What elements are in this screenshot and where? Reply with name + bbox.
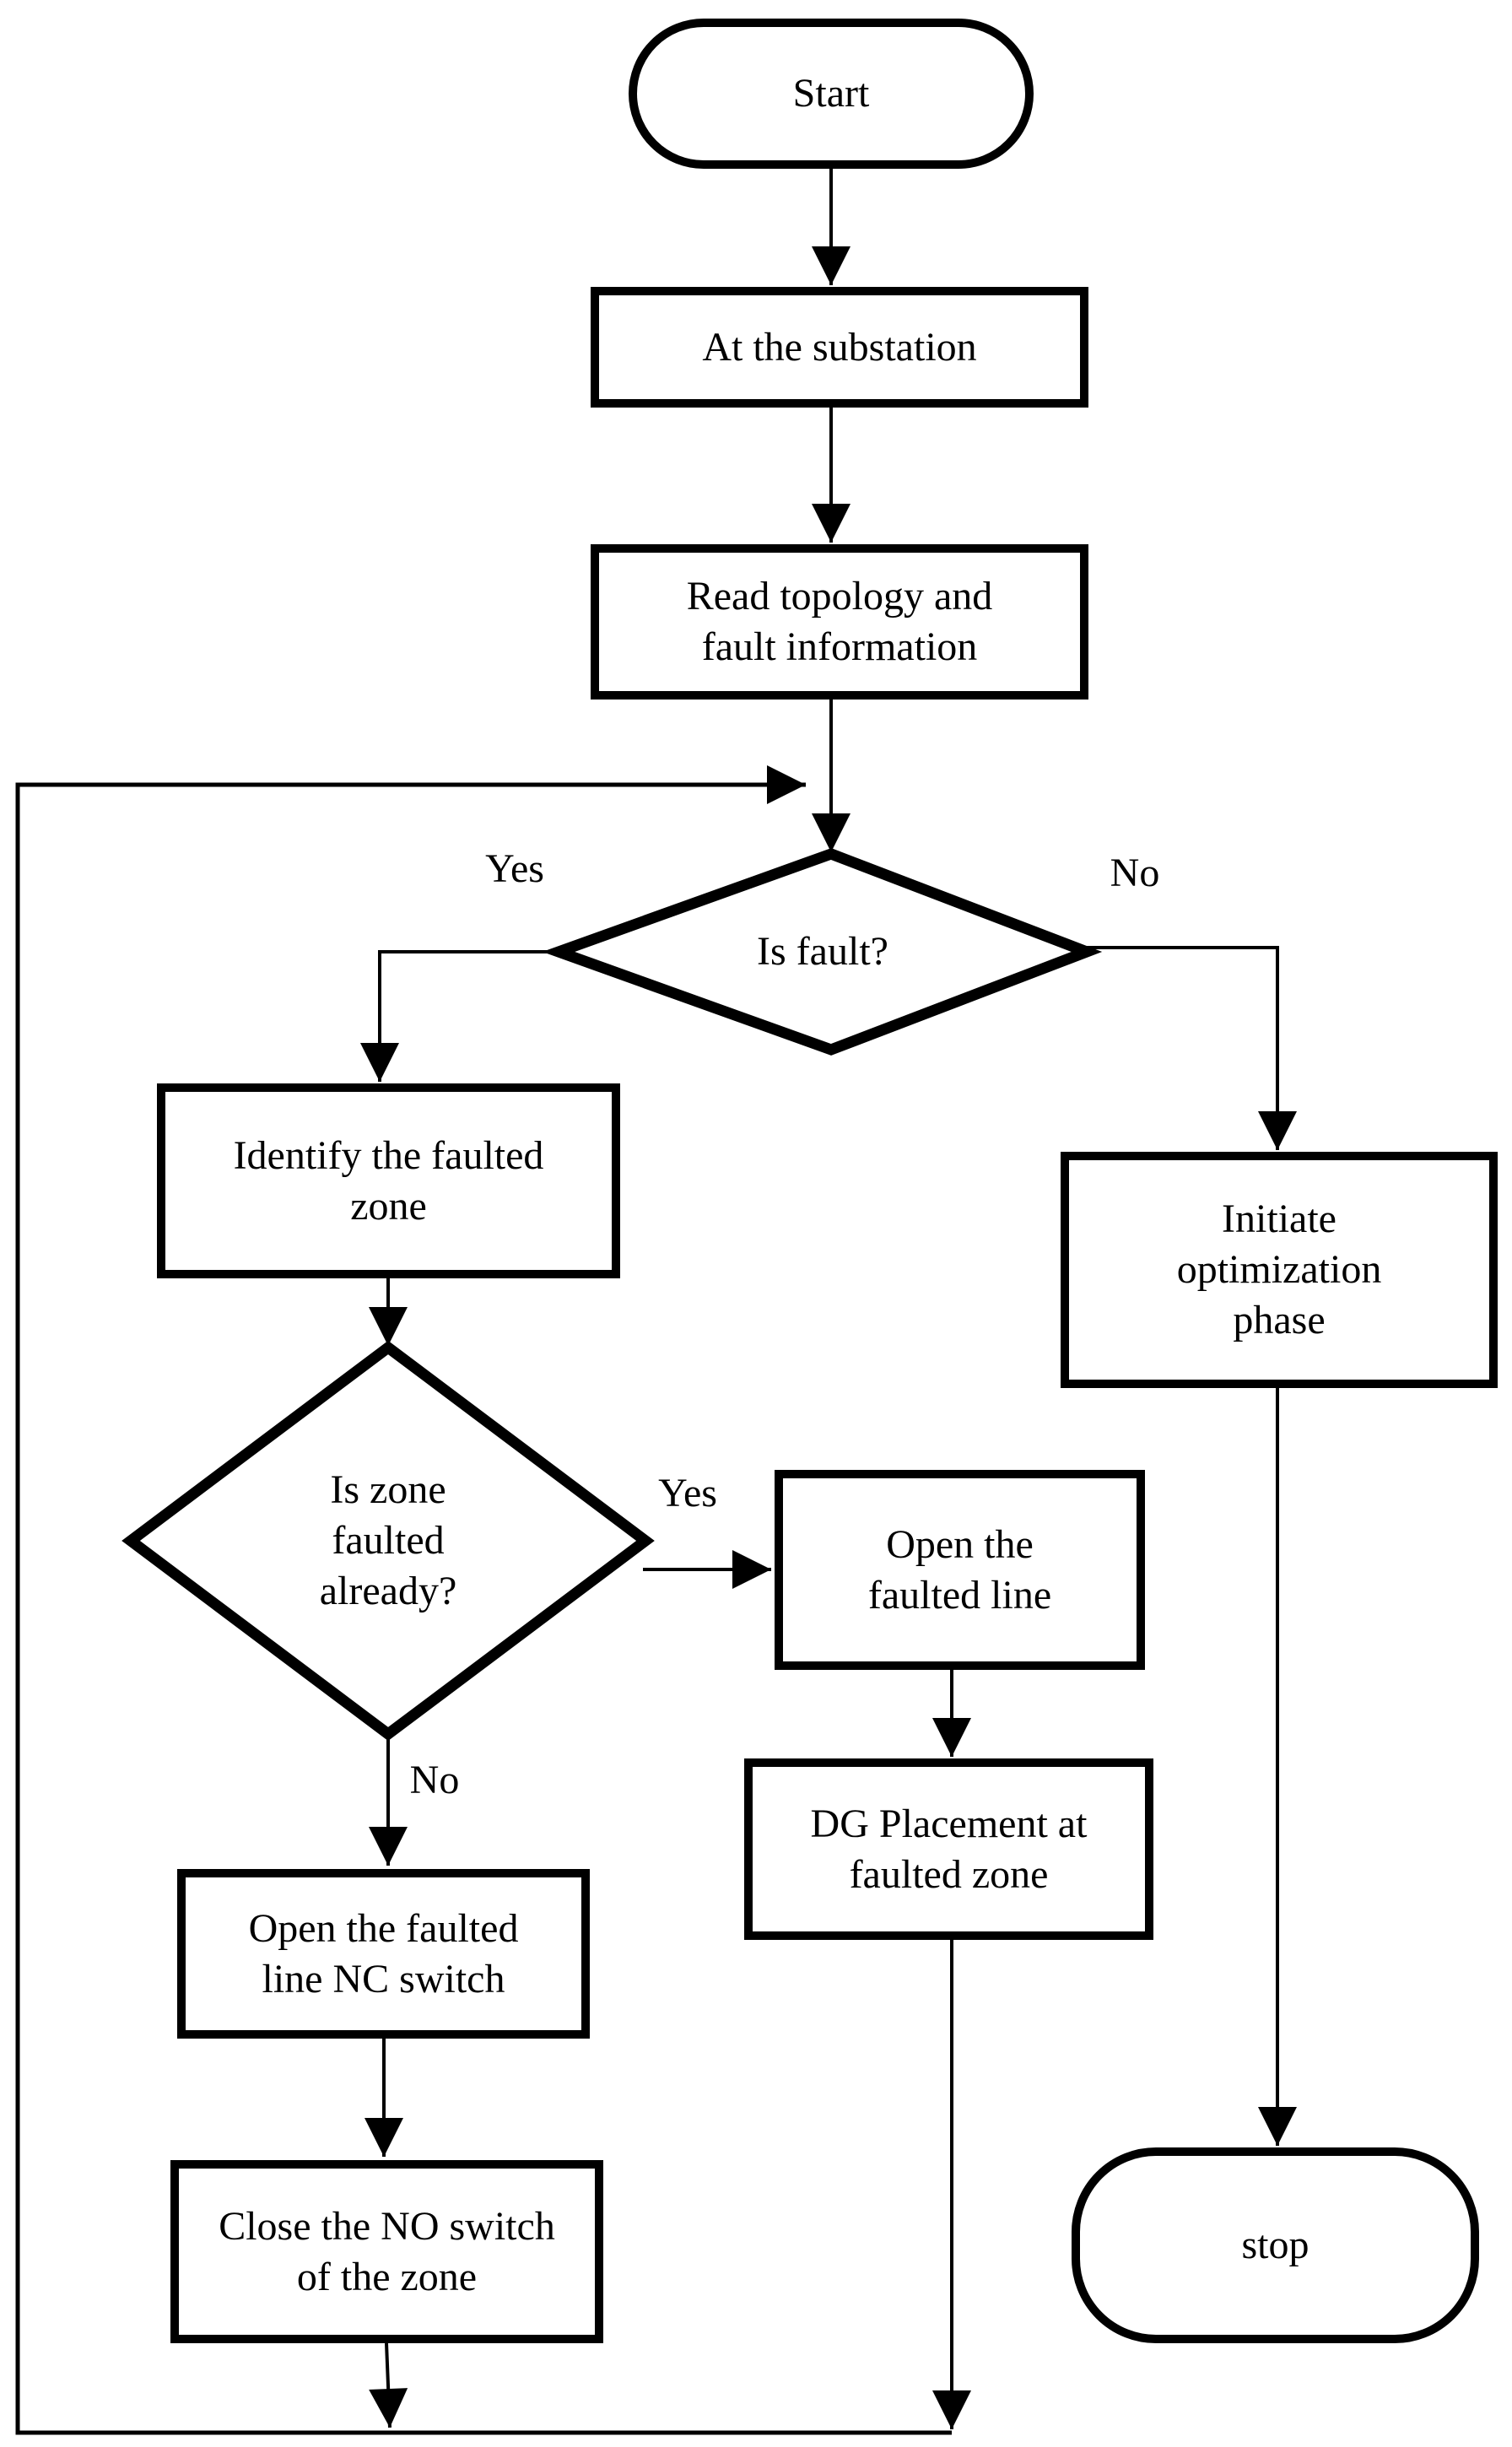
edge-isfault-no [1087, 946, 1297, 1150]
node-identify-zone-label: Identify the faulted zone [233, 1132, 544, 1229]
node-open-faulted-line: Open the faulted line [775, 1470, 1145, 1670]
node-read-topology: Read topology and fault information [591, 544, 1088, 700]
node-substation: At the substation [591, 287, 1088, 408]
node-substation-label: At the substation [702, 324, 977, 370]
label-is-fault-no-text: No [1110, 851, 1160, 895]
node-open-nc-switch: Open the faulted line NC switch [177, 1869, 590, 2039]
node-read-topology-label: Read topology and fault information [686, 574, 993, 669]
node-initiate-optimization: Initiate optimization phase [1061, 1152, 1498, 1388]
node-dg-placement: DG Placement at faulted zone [744, 1758, 1153, 1940]
node-start-label: Start [792, 71, 870, 116]
node-dg-placement-label: DG Placement at faulted zone [810, 1801, 1088, 1897]
label-is-fault-no: No [1072, 844, 1198, 903]
node-stop: stop [1072, 2147, 1479, 2343]
node-initiate-optimization-label: Initiate optimization phase [1176, 1196, 1382, 1342]
node-close-no-switch: Close the NO switch of the zone [170, 2160, 603, 2343]
label-is-zone-no: No [371, 1751, 498, 1810]
edge-loopback [15, 765, 952, 2435]
node-start: Start [629, 19, 1034, 169]
edge-noswitch-loop [369, 2342, 408, 2428]
decision-is-zone-faulted: Is zone faulted already? [131, 1348, 645, 1734]
label-is-zone-no-text: No [409, 1758, 460, 1802]
node-open-nc-switch-label: Open the faulted line NC switch [248, 1905, 519, 2001]
node-identify-zone: Identify the faulted zone [157, 1083, 620, 1278]
decision-is-fault-shape [542, 848, 1103, 1056]
label-is-zone-yes: Yes [620, 1464, 755, 1523]
label-is-fault-yes-text: Yes [485, 846, 544, 891]
edge-isfault-yes [360, 950, 559, 1082]
node-stop-label: stop [1241, 2223, 1310, 2267]
label-is-zone-yes-text: Yes [658, 1471, 717, 1515]
label-is-fault-yes: Yes [447, 840, 582, 899]
decision-is-zone-faulted-label: Is zone faulted already? [319, 1467, 457, 1613]
node-open-faulted-line-label: Open the faulted line [867, 1521, 1052, 1618]
decision-is-fault: Is fault? [559, 854, 1087, 1050]
decision-is-fault-label: Is fault? [757, 929, 888, 974]
node-close-no-switch-label: Close the NO switch of the zone [219, 2203, 555, 2299]
decision-is-zone-faulted-shape [122, 1340, 655, 1742]
